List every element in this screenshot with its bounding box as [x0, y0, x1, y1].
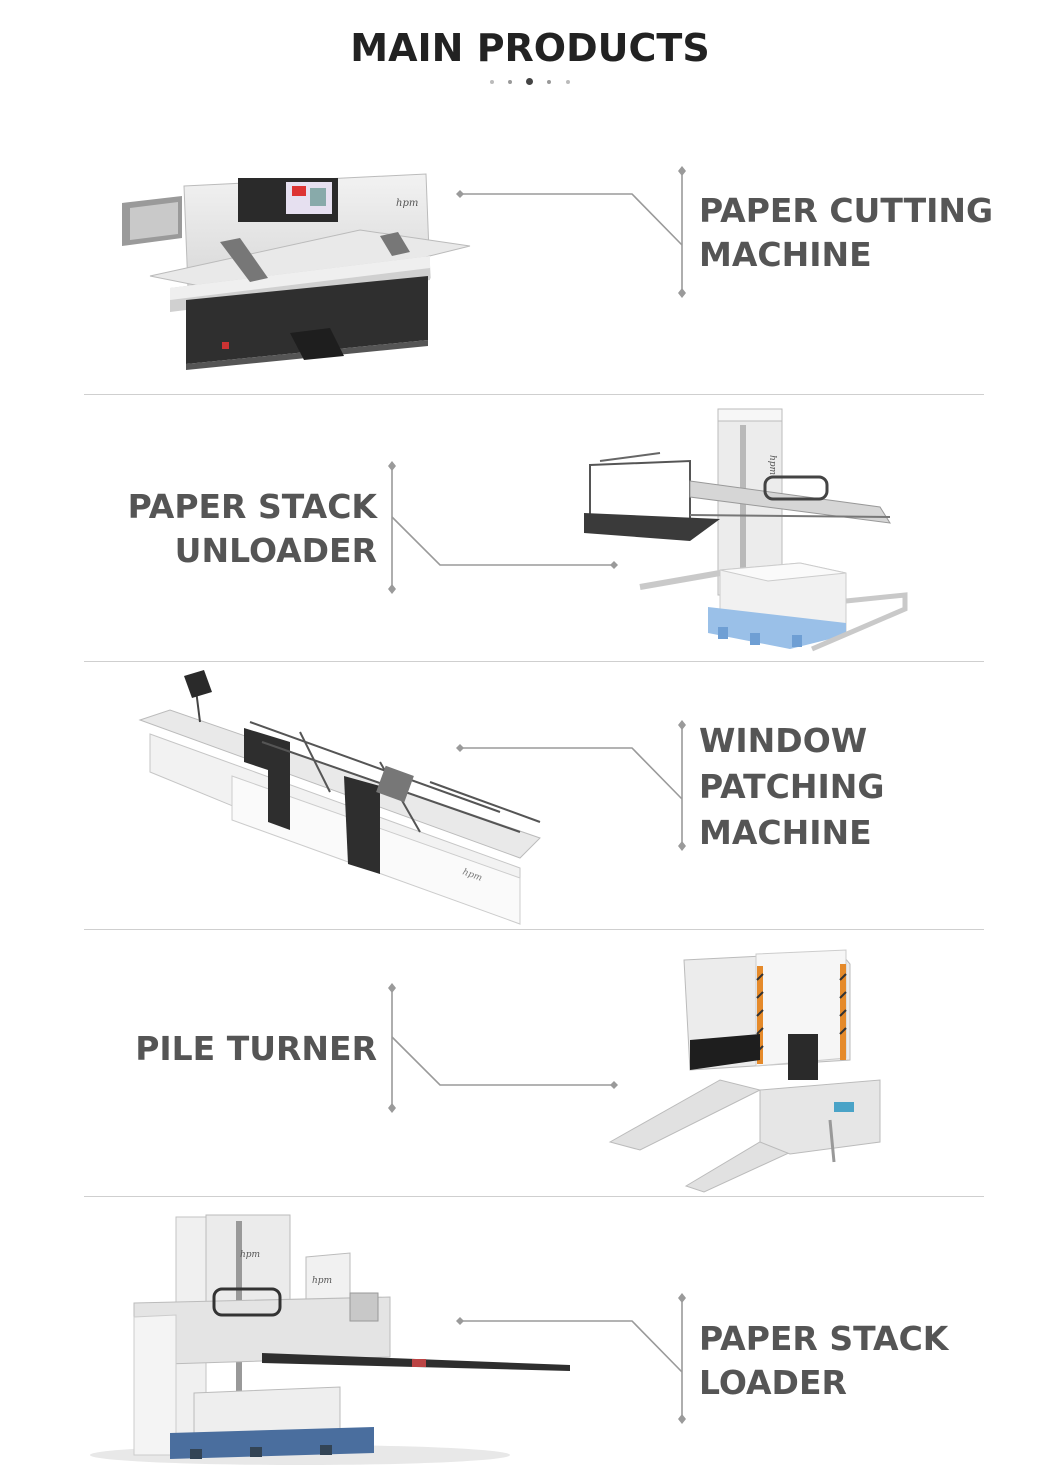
label-line: PATCHING — [699, 767, 885, 806]
paper-stack-loader-image: hpm hpm — [90, 1214, 686, 1465]
product-section-paper-cutting[interactable]: hpm PAPER CUTTING MACHINE — [0, 128, 1060, 395]
label-line: UNLOADER — [174, 531, 377, 570]
product-section-paper-stack-loader[interactable]: hpm hpm PAPER STACK LOADER — [0, 1197, 1060, 1482]
label-line: WINDOW — [699, 721, 868, 760]
label-line: PAPER STACK — [127, 487, 377, 526]
brand-logo: hpm — [396, 198, 418, 209]
product-section-paper-stack-unloader[interactable]: hpm PAPER STACK UNLOADER — [0, 395, 1060, 662]
brand-logo: hpm — [312, 1276, 332, 1286]
label-line: PAPER STACK — [699, 1319, 949, 1358]
product-label-paper-stack-unloader: PAPER STACK UNLOADER — [100, 485, 377, 573]
label-line: MACHINE — [699, 813, 872, 852]
label-line: PAPER CUTTING — [699, 191, 994, 230]
product-label-paper-cutting: PAPER CUTTING MACHINE — [699, 189, 993, 277]
product-section-window-patching[interactable]: hpm WINDOW PATCHING MACHINE — [0, 662, 1060, 929]
page-title: MAIN PRODUCTS — [350, 26, 710, 70]
paper-cutting-machine-image: hpm — [122, 166, 686, 370]
label-line: MACHINE — [699, 235, 872, 274]
section-divider — [84, 1196, 984, 1197]
label-line: LOADER — [699, 1363, 847, 1402]
pile-turner-image — [388, 949, 881, 1193]
title-dots-decoration — [490, 78, 572, 86]
section-divider — [84, 394, 984, 395]
brand-logo: hpm — [767, 455, 777, 475]
paper-stack-unloader-image: hpm — [388, 408, 908, 652]
product-label-window-patching: WINDOW PATCHING MACHINE — [699, 718, 884, 856]
product-label-paper-stack-loader: PAPER STACK LOADER — [699, 1317, 948, 1405]
section-divider — [84, 661, 984, 662]
label-line: PILE TURNER — [135, 1029, 377, 1068]
product-section-pile-turner[interactable]: PILE TURNER — [0, 930, 1060, 1197]
section-divider — [84, 929, 984, 930]
brand-logo: hpm — [240, 1250, 260, 1260]
product-label-pile-turner: PILE TURNER — [100, 1027, 377, 1071]
window-patching-machine-image: hpm — [138, 670, 686, 925]
